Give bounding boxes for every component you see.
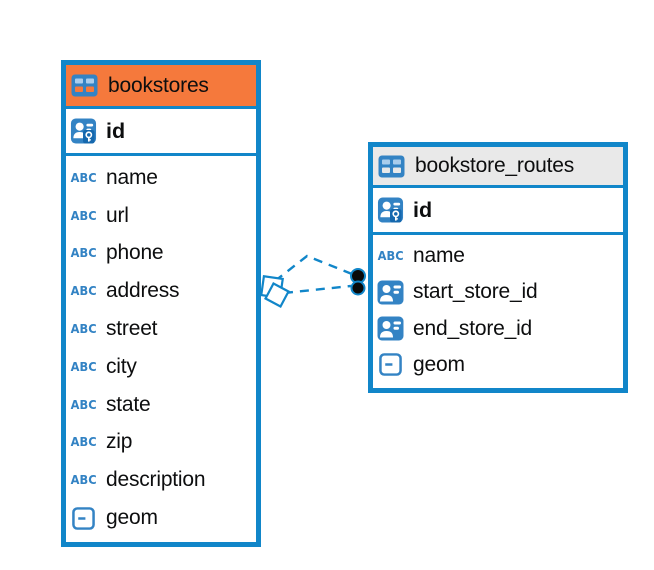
relationship-many-marker [350, 268, 366, 296]
geometry-type-icon [377, 353, 404, 377]
column-row[interactable]: ABC zip [66, 424, 256, 462]
column-row-pk[interactable]: id [66, 109, 256, 156]
column-row[interactable]: start_store_id [373, 274, 623, 310]
primary-key-label: id [413, 197, 433, 222]
primary-key-label: id [106, 118, 126, 143]
text-type-icon: ABC [70, 397, 97, 412]
foreign-key-icon [377, 316, 404, 341]
primary-key-icon [377, 196, 404, 224]
table-icon [378, 155, 405, 178]
column-label: name [106, 165, 158, 189]
text-type-icon: ABC [377, 249, 404, 264]
table-icon [71, 74, 98, 97]
column-row[interactable]: ABC street [66, 310, 256, 348]
column-label: zip [106, 430, 133, 454]
column-label: city [106, 354, 137, 378]
text-type-icon: ABC [70, 322, 97, 337]
column-row[interactable]: ABC url [66, 197, 256, 235]
text-type-icon: ABC [70, 284, 97, 299]
column-label: state [106, 392, 151, 416]
column-label: description [106, 468, 206, 492]
column-row-pk[interactable]: id [373, 188, 623, 235]
column-row[interactable]: end_store_id [373, 311, 623, 347]
column-label: street [106, 317, 158, 341]
relationship-one-marker [260, 275, 290, 308]
table-header[interactable]: bookstores [66, 65, 256, 109]
foreign-key-icon [377, 280, 404, 305]
column-row[interactable]: ABC name [373, 238, 623, 274]
column-row[interactable]: ABC city [66, 348, 256, 386]
column-row[interactable]: ABC name [66, 159, 256, 197]
column-label: name [413, 244, 465, 268]
column-row[interactable]: geom [373, 347, 623, 383]
text-type-icon: ABC [70, 170, 97, 185]
text-type-icon: ABC [70, 435, 97, 450]
relationship-line[interactable] [283, 284, 352, 295]
column-row[interactable]: geom [66, 499, 256, 537]
column-row[interactable]: ABC phone [66, 235, 256, 273]
column-label: geom [413, 352, 465, 376]
table-name: bookstore_routes [415, 154, 575, 177]
table-node-bookstores[interactable]: bookstores id ABC name ABC url ABC phone… [61, 60, 261, 547]
text-type-icon: ABC [70, 246, 97, 261]
column-label: start_store_id [413, 280, 538, 304]
column-label: geom [106, 506, 158, 530]
table-node-bookstore-routes[interactable]: bookstore_routes id ABC name [368, 142, 628, 393]
relationship-line[interactable] [274, 254, 353, 282]
column-label: end_store_id [413, 316, 533, 340]
text-type-icon: ABC [70, 359, 97, 374]
table-name: bookstores [108, 73, 209, 97]
column-label: url [106, 203, 129, 227]
primary-key-icon [70, 117, 97, 145]
column-label: phone [106, 241, 164, 265]
column-row[interactable]: ABC description [66, 461, 256, 499]
column-row[interactable]: ABC address [66, 272, 256, 310]
text-type-icon: ABC [70, 473, 97, 488]
column-row[interactable]: ABC state [66, 386, 256, 424]
text-type-icon: ABC [70, 208, 97, 223]
column-list: ABC name start_store_id end_store_id [373, 235, 623, 388]
geometry-type-icon [70, 506, 97, 530]
table-header[interactable]: bookstore_routes [373, 147, 623, 188]
column-label: address [106, 279, 180, 303]
column-list: ABC name ABC url ABC phone ABC address A… [66, 156, 256, 542]
